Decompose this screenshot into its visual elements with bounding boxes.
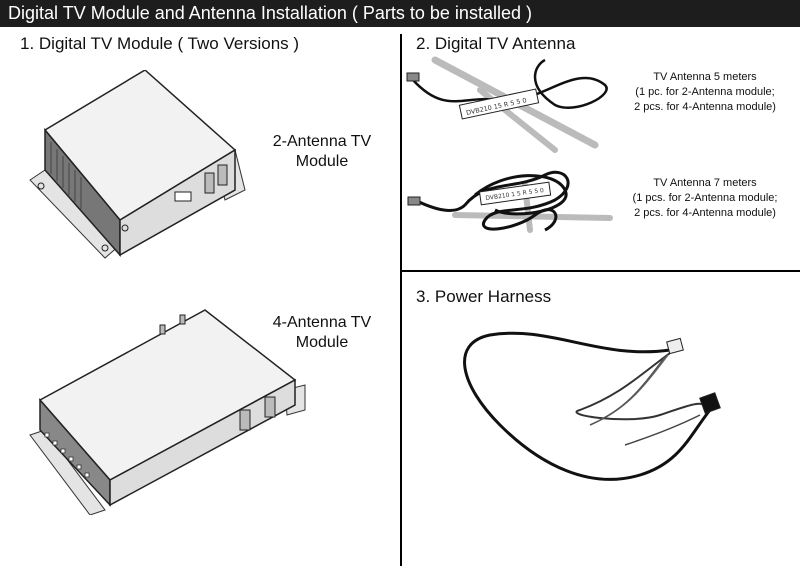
antenna-7m-caption-line3: 2 pcs. for 4-Antenna module) bbox=[634, 207, 776, 219]
two-antenna-module-label-line2: Module bbox=[295, 153, 349, 170]
section-heading-tv-antenna: 2. Digital TV Antenna bbox=[416, 34, 576, 53]
antenna-5m-caption: TV Antenna 5 meters (1 pc. for 2-Antenna… bbox=[610, 70, 800, 115]
antenna-7m-caption-line1: TV Antenna 7 meters bbox=[653, 177, 757, 189]
horizontal-divider bbox=[401, 270, 800, 272]
two-antenna-module-label: 2-Antenna TV Module bbox=[262, 132, 382, 172]
two-antenna-module-image bbox=[29, 70, 246, 259]
four-antenna-module-label: 4-Antenna TV Module bbox=[262, 313, 382, 353]
antenna-7m-image: DVB210 1 5 R 5 5 0 bbox=[407, 170, 613, 233]
antenna-7m-caption: TV Antenna 7 meters (1 pcs. for 2-Antenn… bbox=[610, 176, 800, 221]
antenna-5m-caption-line1: TV Antenna 5 meters bbox=[653, 71, 757, 83]
section-heading-power-harness: 3. Power Harness bbox=[416, 287, 552, 306]
two-antenna-module-label-line1: 2-Antenna TV bbox=[272, 133, 372, 150]
antenna-5m-caption-line2: (1 pc. for 2-Antenna module; bbox=[635, 86, 775, 98]
four-antenna-module-label-line1: 4-Antenna TV bbox=[272, 314, 372, 331]
antenna-5m-image: DVB210 15 R 5 5 0 bbox=[406, 56, 608, 153]
page-title: Digital TV Module and Antenna Installati… bbox=[0, 0, 800, 27]
four-antenna-module-image bbox=[29, 309, 306, 515]
antenna-7m-caption-line2: (1 pcs. for 2-Antenna module; bbox=[632, 192, 778, 204]
power-harness-image bbox=[463, 331, 721, 481]
vertical-divider bbox=[400, 34, 402, 566]
antenna-5m-caption-line3: 2 pcs. for 4-Antenna module) bbox=[634, 101, 776, 113]
four-antenna-module-label-line2: Module bbox=[295, 334, 349, 351]
section-heading-tv-module: 1. Digital TV Module ( Two Versions ) bbox=[20, 34, 300, 53]
